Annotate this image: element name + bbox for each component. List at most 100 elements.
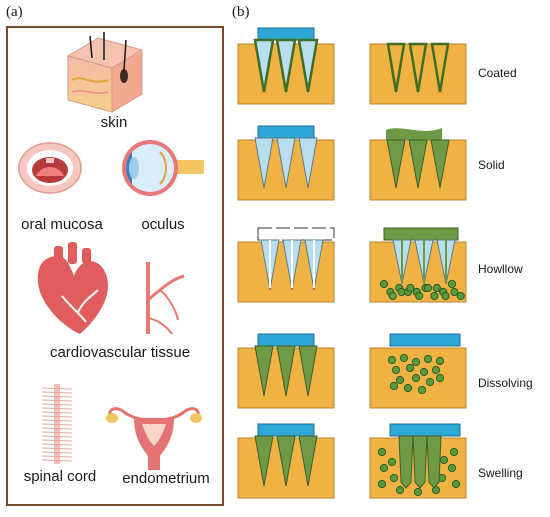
drug-particle xyxy=(432,283,441,293)
coated-label: Coated xyxy=(478,66,517,80)
drug-particle xyxy=(447,279,457,289)
dissolving-label: Dissolving xyxy=(478,376,533,390)
drug-particle xyxy=(419,367,429,377)
skin-label: skin xyxy=(100,114,128,131)
drug-particle xyxy=(435,356,445,366)
spinal-nerve xyxy=(41,431,73,434)
drug-particle xyxy=(399,353,409,363)
oculus-label: oculus xyxy=(141,216,185,233)
spinal-nerve xyxy=(41,391,73,394)
needle xyxy=(408,42,428,93)
needle xyxy=(276,435,296,487)
panel-b-tag: (b) xyxy=(232,4,250,20)
needle xyxy=(298,137,318,189)
oculus-illustration xyxy=(122,140,204,196)
spinal-nerve xyxy=(41,403,73,406)
needle xyxy=(386,42,406,93)
spinal-nerve xyxy=(41,439,73,442)
oral-mucosa-illustration xyxy=(18,142,82,194)
needle xyxy=(254,137,274,189)
base-plate xyxy=(257,27,315,41)
spinal-nerve xyxy=(41,455,73,458)
needle xyxy=(254,435,274,487)
spinal-nerve xyxy=(41,459,73,462)
spinal-nerve xyxy=(41,427,73,430)
swollen-needle xyxy=(398,435,414,489)
oral-mucosa-label: oral mucosa xyxy=(21,216,103,233)
swollen-needle xyxy=(426,435,442,489)
drug-particle xyxy=(441,291,450,301)
tissue-panel-frame xyxy=(6,26,224,506)
hollow-label: Howllow xyxy=(478,262,523,276)
base-plate xyxy=(257,333,315,347)
needle xyxy=(276,345,296,397)
needle xyxy=(386,139,406,189)
drug-particle xyxy=(391,365,401,375)
drug-particle xyxy=(411,357,421,367)
needle xyxy=(275,38,297,93)
panel-a-tag: (a) xyxy=(6,4,23,20)
spinal-nerve xyxy=(41,419,73,422)
drug-particle xyxy=(451,479,461,489)
base-plate xyxy=(389,333,461,347)
needle xyxy=(430,42,450,93)
tissue-block xyxy=(369,43,467,105)
drug-particle xyxy=(413,487,423,497)
spinal-nerve xyxy=(41,423,73,426)
drug-particle xyxy=(415,291,424,301)
drug-particle xyxy=(449,447,459,457)
drug-particle xyxy=(388,291,397,301)
needle xyxy=(298,345,318,397)
needle xyxy=(298,435,318,487)
needle xyxy=(297,38,319,93)
drug-particle xyxy=(387,457,397,467)
drug-particle xyxy=(389,381,399,391)
microneedle-schematics xyxy=(237,27,467,499)
base-plate xyxy=(257,423,315,437)
skin-illustration xyxy=(66,32,144,113)
spinal-cord-illustration xyxy=(41,384,73,464)
drug-particle xyxy=(423,283,433,293)
needle xyxy=(254,345,274,397)
spinal-nerve xyxy=(41,399,73,402)
drug-particle xyxy=(456,291,465,301)
needle xyxy=(430,139,450,189)
spinal-nerve xyxy=(41,407,73,410)
spinal-nerve xyxy=(41,451,73,454)
drug-reservoir xyxy=(383,227,459,241)
spinal-nerve xyxy=(41,387,73,390)
swelling-label: Swelling xyxy=(478,466,523,480)
drug-particle xyxy=(405,363,415,373)
spinal-nerve xyxy=(41,395,73,398)
drug-particle xyxy=(447,463,457,473)
drug-particle xyxy=(389,473,399,483)
drug-particle xyxy=(377,447,387,457)
spinal-nerve xyxy=(41,411,73,414)
drug-particle xyxy=(431,365,441,375)
needle xyxy=(408,139,428,189)
drug-particle xyxy=(430,291,439,301)
spinal-cord-label: spinal cord xyxy=(23,468,97,485)
hollow-plate xyxy=(257,227,335,241)
swollen-needle xyxy=(412,435,428,489)
base-plate xyxy=(257,125,315,139)
spinal-nerve xyxy=(41,435,73,438)
drug-particle xyxy=(403,383,413,393)
drug-particle xyxy=(439,455,449,465)
base-plate xyxy=(389,423,461,437)
drug-particle xyxy=(423,354,433,364)
drug-particle xyxy=(379,463,389,473)
drug-particle xyxy=(395,485,405,495)
spinal-nerve xyxy=(41,415,73,418)
drug-particle xyxy=(377,479,387,489)
spinal-nerve xyxy=(41,447,73,450)
needle xyxy=(276,137,296,189)
needle xyxy=(253,38,275,93)
drug-particle xyxy=(417,385,427,395)
cardiovascular-tissue-label: cardiovascular tissue xyxy=(49,344,191,361)
drug-particle xyxy=(411,373,421,383)
uterus-illustration xyxy=(106,407,202,470)
solid-label: Solid xyxy=(478,158,505,172)
heart-illustration xyxy=(37,242,108,334)
